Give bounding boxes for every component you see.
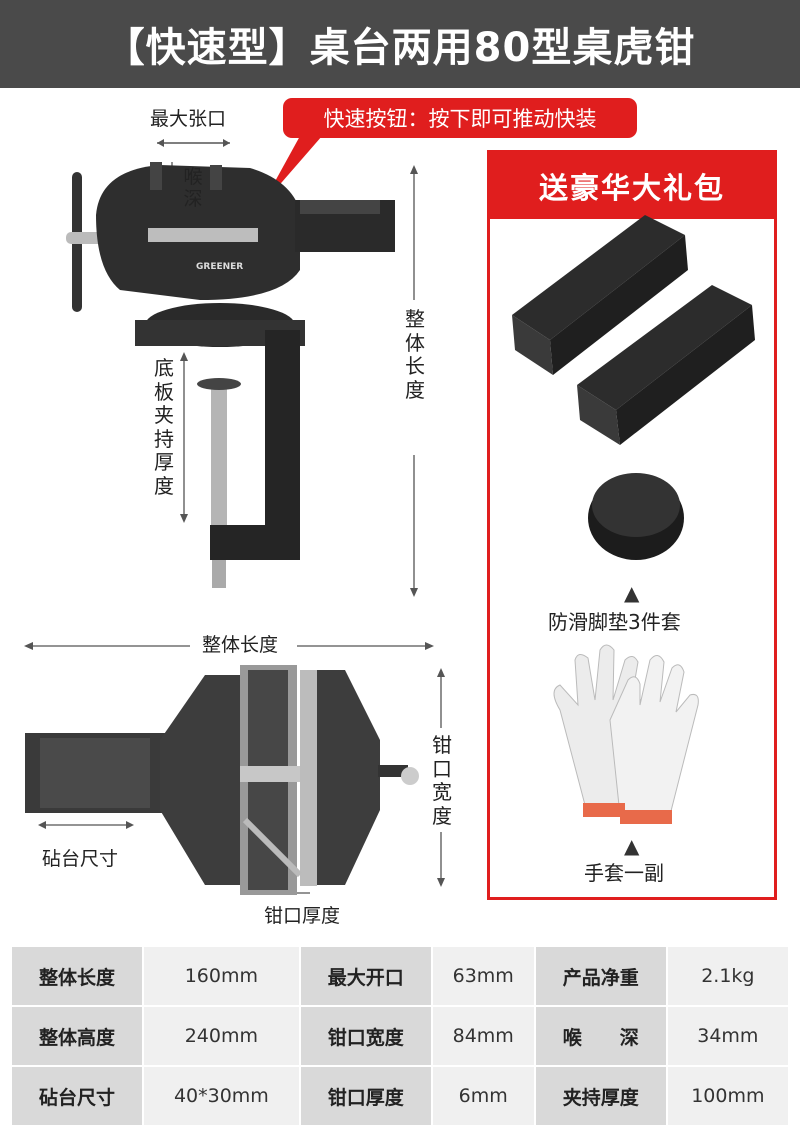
spec-key: 最大开口 [300,947,431,1005]
spec-value: 100mm [667,1067,788,1125]
spec-value: 84mm [432,1007,534,1065]
spec-value: 240mm [144,1007,299,1065]
gift-pack-panel: 送豪华大礼包 [487,150,777,900]
overall-length-label: 整体长度 [196,634,285,657]
table-row: 整体长度 160mm 最大开口 63mm 产品净重 2.1kg [12,947,788,1005]
gloves-arrow-icon: ▲ [624,834,640,858]
jaw-thickness-label: 钳口厚度 [264,905,341,927]
jaw-width-label: 钳口宽度 [432,733,452,828]
overall-height-label: 整体长度 [405,307,425,402]
brand-logo: GREENER [196,262,244,272]
gift-pack-title: 送豪华大礼包 [490,153,774,219]
throat-depth-label: 喉深 [183,166,203,211]
spec-value: 34mm [667,1007,788,1065]
spec-key: 钳口厚度 [300,1067,431,1125]
quick-button-callout: 快速按钮：按下即可推动快装 [283,98,637,138]
callout-text: 快速按钮：按下即可推动快装 [323,107,597,131]
spec-key: 整体长度 [12,947,142,1005]
pads-label: 防滑脚垫3件套 [548,610,681,634]
spec-key: 整体高度 [12,1007,142,1065]
page-title-text: 【快速型】桌台两用80型桌虎钳 [104,25,696,71]
page-title: 【快速型】桌台两用80型桌虎钳 [0,0,800,88]
table-row: 整体高度 240mm 钳口宽度 84mm 喉 深 34mm [12,1007,788,1065]
spec-key: 钳口宽度 [300,1007,431,1065]
spec-key: 夹持厚度 [535,1067,666,1125]
pads-arrow-icon: ▲ [624,581,640,605]
spec-table: 整体长度 160mm 最大开口 63mm 产品净重 2.1kg 整体高度 240… [10,945,790,1127]
spec-value: 40*30mm [144,1067,299,1125]
spec-key: 产品净重 [535,947,666,1005]
spec-key: 喉 深 [535,1007,666,1065]
spec-key: 砧台尺寸 [12,1067,142,1125]
clamp-thickness-label: 底板夹持厚度 [154,356,174,498]
table-row: 砧台尺寸 40*30mm 钳口厚度 6mm 夹持厚度 100mm [12,1067,788,1125]
spec-value: 6mm [432,1067,534,1125]
max-opening-label: 最大张口 [150,108,227,130]
spec-value: 2.1kg [667,947,788,1005]
anvil-size-label: 砧台尺寸 [42,848,119,870]
gloves-label: 手套一副 [584,861,664,885]
spec-value: 63mm [432,947,534,1005]
spec-value: 160mm [144,947,299,1005]
